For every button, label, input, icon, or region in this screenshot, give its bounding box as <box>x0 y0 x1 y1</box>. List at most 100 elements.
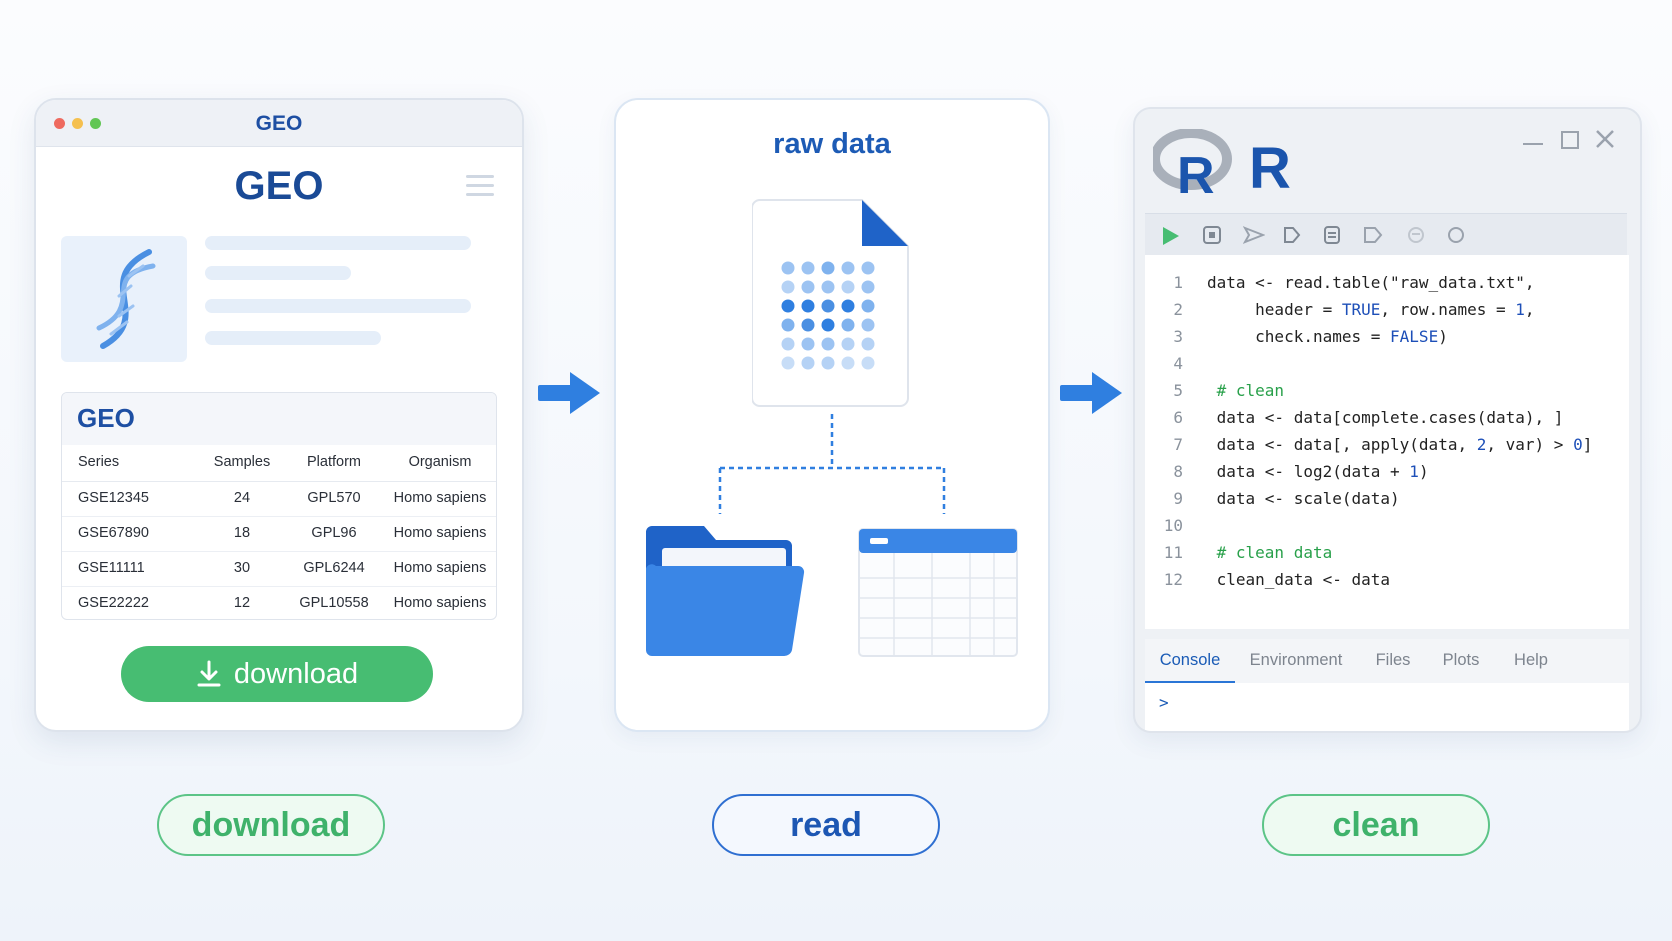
editor-toolbar <box>1145 213 1627 256</box>
data-dot <box>821 337 835 351</box>
step-read-button[interactable]: read <box>712 794 940 856</box>
samples-cell: 24 <box>233 490 251 506</box>
close-icon[interactable] <box>1595 129 1615 149</box>
code-text: # clean <box>1207 381 1285 400</box>
maximize-dot-icon[interactable] <box>90 118 101 129</box>
stop-icon[interactable] <box>1447 226 1465 244</box>
line-number: 4 <box>1173 354 1183 373</box>
download-button-label: download <box>233 657 359 690</box>
column-header-organism: Organism <box>408 454 472 470</box>
placeholder-line <box>205 299 471 313</box>
table-row[interactable]: GSE11111 30 GPL6244 Homo sapiens <box>62 551 496 587</box>
series-cell: GSE67890 <box>78 525 149 541</box>
line-number: 7 <box>1173 435 1183 454</box>
data-dot <box>781 337 795 351</box>
data-dot <box>801 337 815 351</box>
column-header-samples: Samples <box>213 454 271 470</box>
document-icon[interactable] <box>1323 226 1341 244</box>
hamburger-menu-icon[interactable] <box>466 175 494 197</box>
geo-logo: GEO <box>234 164 324 208</box>
organism-cell: Homo sapiens <box>393 525 487 541</box>
maximize-icon[interactable] <box>1561 131 1579 149</box>
table-header: GEO <box>62 393 496 445</box>
list-icon[interactable] <box>1407 226 1425 244</box>
data-dot <box>801 318 815 332</box>
tab-plots[interactable]: Plots <box>1442 651 1480 669</box>
placeholder-line <box>205 331 381 345</box>
line-number: 2 <box>1173 300 1183 319</box>
placeholder-line <box>205 236 471 250</box>
console-pane[interactable]: > <box>1145 683 1629 731</box>
data-dot <box>841 337 855 351</box>
data-dot <box>841 318 855 332</box>
code-text: data <- data[complete.cases(data), ] <box>1207 408 1564 427</box>
tab-console[interactable]: Console <box>1145 639 1235 684</box>
save-icon[interactable] <box>1203 226 1221 244</box>
data-dot <box>821 356 835 370</box>
table-column-headers: Series Samples Platform Organism <box>62 445 496 482</box>
table-row[interactable]: GSE22222 12 GPL10558 Homo sapiens <box>62 586 496 619</box>
tab-environment[interactable]: Environment <box>1249 651 1343 669</box>
geo-browser-window: GEO GEO GEO Series Samples Platform Orga… <box>34 98 524 732</box>
series-cell: GSE11111 <box>78 560 145 576</box>
code-text: data <- log2(data + 1) <box>1207 462 1429 481</box>
minimize-icon[interactable] <box>1523 143 1543 145</box>
data-dot <box>781 299 795 313</box>
folder-icon <box>646 526 805 657</box>
organism-cell: Homo sapiens <box>393 560 487 576</box>
dna-icon <box>61 236 187 362</box>
table-title: GEO <box>77 403 135 433</box>
line-number: 8 <box>1173 462 1183 481</box>
download-button[interactable]: download <box>121 646 433 702</box>
organism-cell: Homo sapiens <box>393 490 487 506</box>
data-dot <box>801 261 815 275</box>
line-number: 1 <box>1173 273 1183 292</box>
platform-cell: GPL6244 <box>303 560 365 576</box>
placeholder-line <box>205 266 351 280</box>
download-icon <box>197 660 221 687</box>
geo-series-table: GEO Series Samples Platform Organism GSE… <box>61 392 497 620</box>
table-row[interactable]: GSE67890 18 GPL96 Homo sapiens <box>62 516 496 552</box>
data-dot <box>781 280 795 294</box>
browser-titlebar: GEO <box>36 100 522 147</box>
series-cell: GSE22222 <box>78 595 149 611</box>
code-text: data <- read.table("raw_data.txt", <box>1207 273 1535 292</box>
close-dot-icon[interactable] <box>54 118 65 129</box>
step-icon[interactable] <box>1283 226 1301 244</box>
right-arrow-icon <box>1060 372 1122 414</box>
raw-data-panel: raw data <box>614 98 1050 732</box>
step-clean-button[interactable]: clean <box>1262 794 1490 856</box>
series-cell: GSE12345 <box>78 490 149 506</box>
minimize-dot-icon[interactable] <box>72 118 83 129</box>
data-dot <box>841 356 855 370</box>
table-icon <box>858 528 1018 657</box>
console-prompt: > <box>1159 693 1169 712</box>
run-icon[interactable] <box>1161 226 1181 246</box>
file-split-connector <box>718 414 946 514</box>
tab-files[interactable]: Files <box>1375 651 1411 669</box>
step-download-button[interactable]: download <box>157 794 385 856</box>
organism-cell: Homo sapiens <box>393 595 487 611</box>
samples-cell: 18 <box>233 525 251 541</box>
svg-text:R: R <box>1177 147 1215 197</box>
browser-tab-title: GEO <box>255 112 303 135</box>
platform-cell: GPL10558 <box>299 595 369 611</box>
code-text: check.names = FALSE) <box>1207 327 1448 346</box>
line-number: 3 <box>1173 327 1183 346</box>
line-number: 10 <box>1163 516 1183 535</box>
tab-help[interactable]: Help <box>1514 651 1548 669</box>
data-dot <box>821 280 835 294</box>
data-dot <box>821 299 835 313</box>
source-icon[interactable] <box>1243 226 1265 244</box>
data-file-icon <box>752 199 909 407</box>
knit-icon[interactable] <box>1363 226 1383 244</box>
data-dot <box>841 261 855 275</box>
data-dot <box>841 299 855 313</box>
table-row[interactable]: GSE12345 24 GPL570 Homo sapiens <box>62 481 496 517</box>
code-text: clean_data <- data <box>1207 570 1391 589</box>
data-dot <box>861 337 875 351</box>
data-dot <box>861 261 875 275</box>
line-number: 5 <box>1173 381 1183 400</box>
line-number: 6 <box>1173 408 1183 427</box>
